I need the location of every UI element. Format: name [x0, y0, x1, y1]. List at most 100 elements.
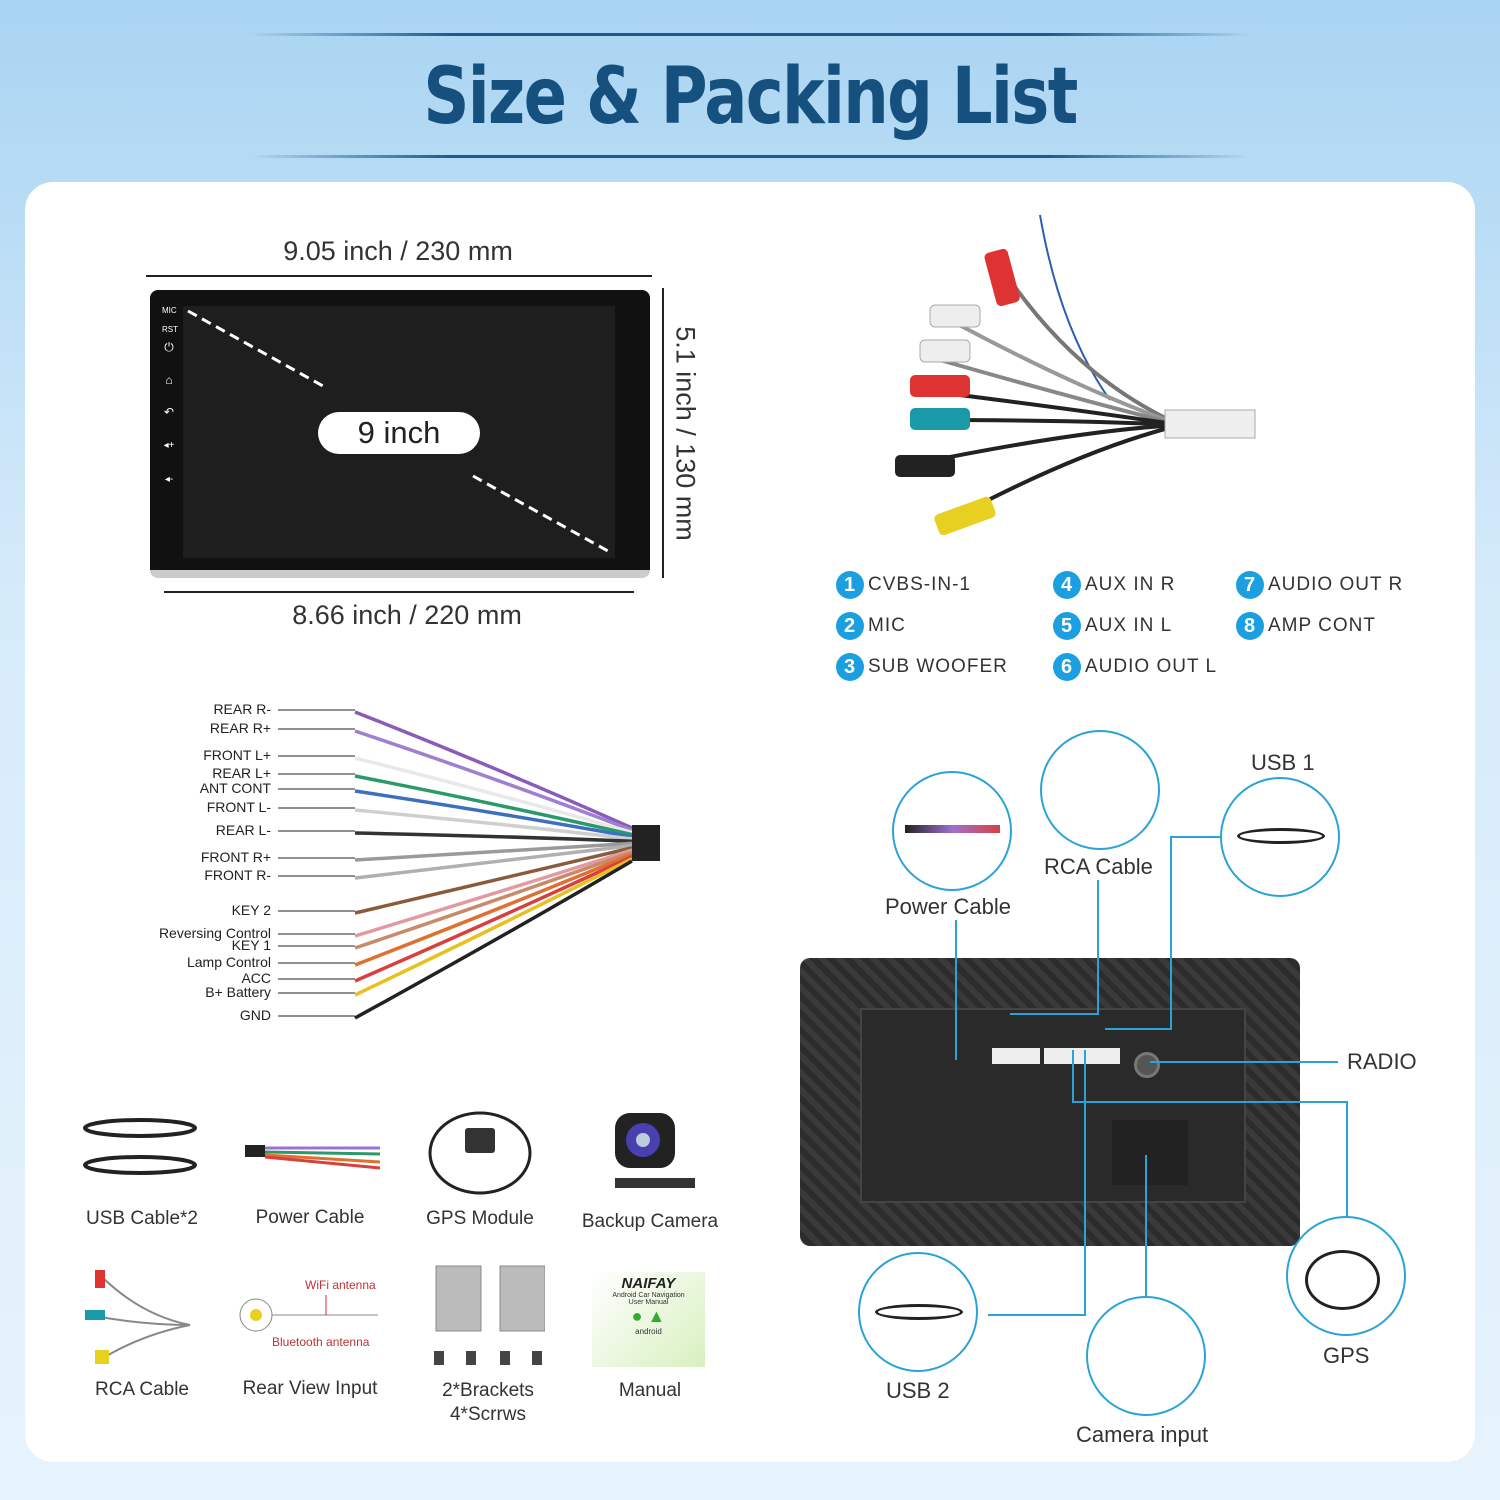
gps-label: GPS: [1323, 1343, 1370, 1368]
harness-wire-label: B+ Battery: [205, 984, 271, 1000]
callout-line-rca-h: [1010, 1013, 1099, 1015]
volume-down-icon: ◂-: [164, 474, 174, 485]
harness-wire: [354, 850, 633, 950]
callout-line-camera: [1145, 1155, 1147, 1297]
camera-input-label: Camera input: [1076, 1422, 1209, 1447]
harness-wire-label: ACC: [241, 970, 271, 986]
screen-size-badge: 9 inch: [318, 412, 480, 454]
callout-line-gps-v: [1072, 1050, 1074, 1102]
top-dimension-line: [146, 275, 652, 277]
rca-cable-small-image: [85, 1270, 191, 1364]
harness-wire-label: ANT CONT: [199, 780, 271, 796]
page-title: Size & Packing List: [423, 52, 1078, 142]
callout-line-gps: [1346, 1101, 1348, 1216]
brackets-screws-image: [434, 1265, 545, 1365]
harness-connector: [632, 825, 660, 861]
backup-camera-image: [615, 1113, 695, 1188]
usb1-label: USB 1: [1251, 750, 1315, 775]
power-cable-label: Power Cable: [885, 894, 1011, 919]
harness-wire-label: Reversing Control: [158, 925, 271, 941]
harness-wire-label: REAR L+: [212, 765, 271, 781]
wifi-antenna-label: WiFi antenna: [305, 1278, 376, 1292]
rca-cable-label: RCA Cable: [1044, 854, 1153, 879]
usb2-thumb: [875, 1304, 963, 1320]
callout-line-rca: [1097, 880, 1099, 1015]
callout-line-usb1: [1170, 836, 1172, 1028]
usb1-thumb: [1237, 828, 1325, 844]
harness-wire-label: KEY 1: [231, 937, 271, 953]
back-icon: ↶: [163, 405, 175, 419]
packing-label-camera: Backup Camera: [581, 1211, 719, 1232]
usb-cable-image: [83, 1118, 197, 1175]
callout-line-usb1-h2: [1105, 1028, 1172, 1030]
harness-wire-label: FRONT R-: [204, 867, 271, 883]
rca-usb-port: [1044, 1048, 1120, 1064]
volume-up-icon: ◂+: [163, 440, 175, 451]
radio-port: [1134, 1052, 1160, 1078]
radio-label: RADIO: [1347, 1049, 1417, 1074]
packing-label-gps: GPS Module: [426, 1208, 534, 1229]
harness-wire-label: FRONT R+: [200, 849, 271, 865]
camera-port: [1112, 1120, 1188, 1185]
harness-wire-label: KEY 2: [231, 902, 271, 918]
harness-wire: [354, 756, 633, 835]
callout-line-power: [955, 920, 957, 1060]
rst-label: RST: [162, 325, 178, 334]
packing-label-manual: Manual: [618, 1380, 682, 1401]
back-panel-inner: [860, 1008, 1246, 1203]
harness-wire-label: REAR L-: [215, 822, 271, 838]
harness-wire-label: REAR R+: [209, 720, 271, 736]
top-width-label: 9.05 inch / 230 mm: [283, 236, 513, 266]
harness-wire: [354, 789, 633, 839]
gps-thumb: [1305, 1250, 1380, 1310]
harness-wire: [354, 843, 633, 880]
harness-wire: [354, 774, 633, 837]
harness-wire-label: GND: [239, 1007, 271, 1023]
mic-label: MIC: [162, 306, 177, 315]
rca-cable-callout: [1040, 730, 1160, 850]
packing-label-screws: 4*Scrrws: [449, 1404, 526, 1425]
harness-wire: [354, 859, 633, 1020]
packing-label-usb: USB Cable*2: [86, 1208, 198, 1229]
bottom-width-label: 8.66 inch / 220 mm: [292, 600, 522, 630]
packing-label-rca: RCA Cable: [95, 1379, 189, 1400]
harness-wire: [354, 846, 633, 915]
callout-line-gps-h: [1072, 1101, 1348, 1103]
power-cable-thumb: [905, 825, 1000, 833]
camera-input-callout: [1086, 1296, 1206, 1416]
harness-wire-label: FRONT L-: [206, 799, 271, 815]
rca-cable-illustration: [895, 214, 1256, 536]
harness-wire: [354, 710, 633, 830]
harness-wire: [354, 729, 633, 832]
home-icon: ⌂: [165, 373, 173, 387]
harness-wire: [354, 841, 633, 862]
harness-wire-label: FRONT L+: [203, 747, 271, 763]
title-rule-top: [250, 33, 1250, 36]
harness-wire-label: REAR R-: [213, 701, 271, 717]
packing-label-power: Power Cable: [255, 1207, 365, 1228]
title-rule-bottom: [250, 155, 1250, 158]
callout-line-radio: [1150, 1061, 1338, 1063]
power-icon: ⏻: [164, 340, 174, 354]
harness-wire: [354, 808, 633, 841]
harness-wire: [354, 855, 633, 983]
bottom-dimension-line: [164, 591, 634, 593]
harness-wire: [354, 857, 633, 997]
harness-wire-label: Lamp Control: [186, 954, 271, 970]
power-port: [992, 1048, 1040, 1064]
bluetooth-antenna-label: Bluetooth antenna: [272, 1335, 370, 1349]
gps-module-image: [428, 1111, 532, 1195]
rear-view-input-image: [239, 1295, 378, 1332]
callout-line-usb2: [1084, 1050, 1086, 1315]
power-cable-image: [245, 1145, 381, 1170]
callout-line-usb1-h: [1170, 836, 1220, 838]
packing-label-rear-view: Rear View Input: [242, 1378, 378, 1399]
harness-wire: [354, 852, 633, 967]
